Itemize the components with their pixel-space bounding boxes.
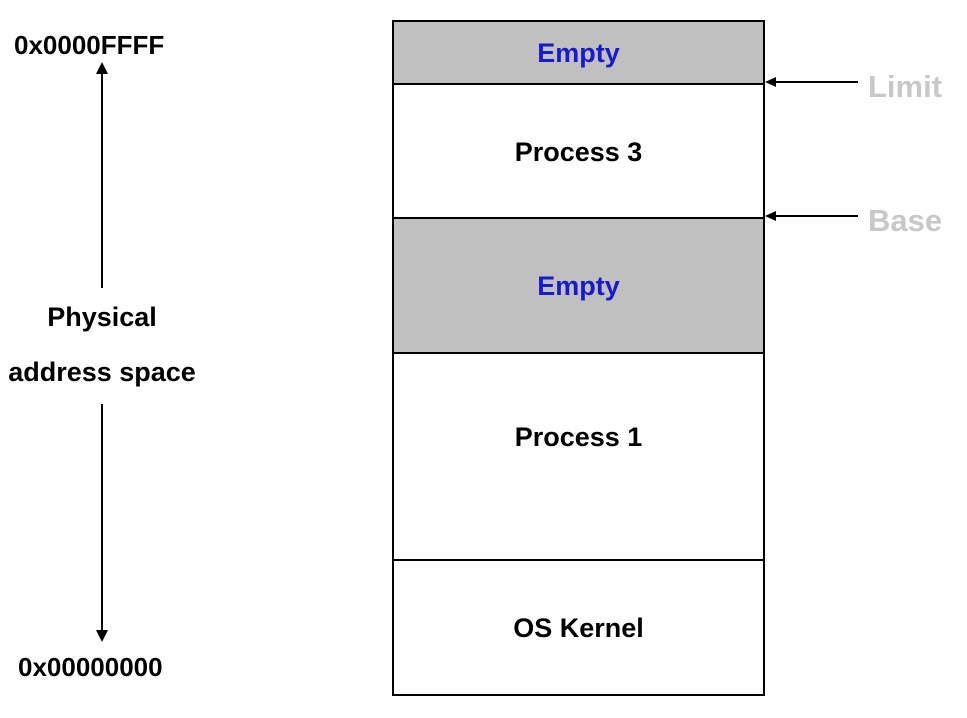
segment-process-1: Process 1 <box>394 354 763 561</box>
address-axis-lower-line <box>101 404 103 632</box>
segment-label: OS Kernel <box>513 613 644 643</box>
base-register-label: Base <box>868 203 943 238</box>
down-arrow-icon <box>96 630 108 642</box>
bottom-address-label: 0x00000000 <box>18 652 163 682</box>
axis-caption-line1: Physical <box>47 302 157 332</box>
limit-pointer-line <box>775 81 858 83</box>
segment-process-3: Process 3 <box>394 85 763 219</box>
address-axis-upper-line <box>101 72 103 288</box>
limit-register-label: Limit <box>868 69 943 104</box>
base-pointer-line <box>775 215 858 217</box>
limit-arrow-icon <box>765 77 776 87</box>
segment-label: Process 3 <box>514 137 643 167</box>
base-arrow-icon <box>765 211 776 221</box>
axis-caption-line2: address space <box>8 357 196 387</box>
segment-os-kernel: OS Kernel <box>394 561 763 694</box>
segment-empty-top: Empty <box>394 22 763 85</box>
memory-stack: Empty Process 3 Empty Process 1 OS Kerne… <box>392 20 765 696</box>
segment-empty-middle: Empty <box>394 219 763 354</box>
segment-label: Empty <box>537 271 620 301</box>
top-address-label: 0x0000FFFF <box>14 30 165 60</box>
up-arrow-icon <box>96 62 108 74</box>
segment-label: Empty <box>537 38 620 68</box>
segment-label: Process 1 <box>514 422 643 452</box>
